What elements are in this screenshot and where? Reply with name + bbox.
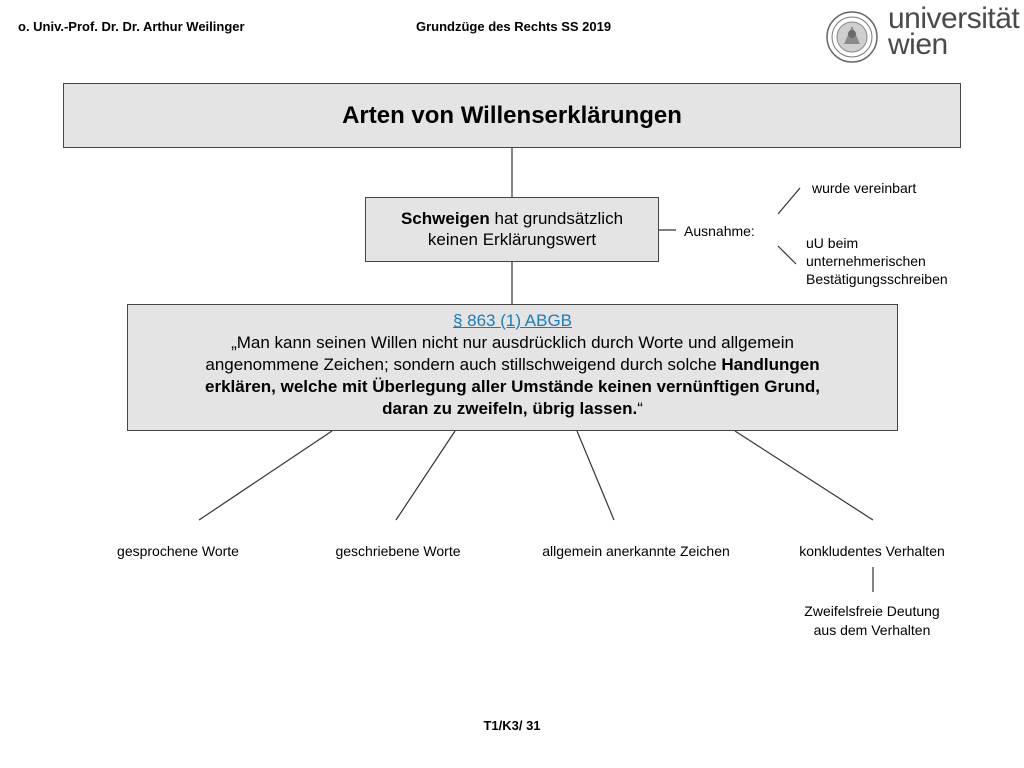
law-line4-bold: daran zu zweifeln, übrig lassen. <box>382 399 638 418</box>
law-line2: angenommene Zeichen; sondern auch stills… <box>128 354 897 376</box>
connector-exception-option2 <box>777 245 797 265</box>
connector-law-cat1 <box>198 430 333 521</box>
logo-word-universitaet: universität <box>888 2 1020 35</box>
header-course: Grundzüge des Rechts SS 2019 <box>416 19 612 34</box>
interpretation-line2: aus dem Verhalten <box>813 622 931 638</box>
law-reference-link[interactable]: § 863 (1) ABGB <box>452 311 573 330</box>
law-line2-text: angenommene Zeichen; sondern auch stills… <box>205 355 722 374</box>
connector-law-cat3 <box>576 430 615 521</box>
silence-box: Schweigen hat grundsätzlich keinen Erklä… <box>365 197 659 262</box>
header-author: o. Univ.-Prof. Dr. Dr. Arthur Weilinger <box>18 19 245 34</box>
law-line1: „Man kann seinen Willen nicht nur ausdrü… <box>231 333 794 352</box>
exception-label: Ausnahme: <box>684 223 755 239</box>
law-line4: daran zu zweifeln, übrig lassen.“ <box>128 398 897 420</box>
category-written-words: geschriebene Worte <box>335 543 461 559</box>
connector-law-cat4 <box>734 430 874 521</box>
title-box: Arten von Willenserklärungen <box>63 83 961 148</box>
law-line3: erklären, welche mit Überlegung aller Um… <box>205 377 820 396</box>
university-seal-icon <box>826 11 878 63</box>
logo-word-wien: wien <box>888 28 948 61</box>
silence-line1: Schweigen hat grundsätzlich <box>366 208 658 229</box>
exception-option-agreed: wurde vereinbart <box>812 180 917 196</box>
silence-line2: keinen Erklärungswert <box>427 230 597 249</box>
exception-option-confirmation: uU beim unternehmerischen Bestätigungssc… <box>806 234 948 288</box>
silence-bold: Schweigen <box>400 209 490 228</box>
interpretation-note: Zweifelsfreie Deutung aus dem Verhalten <box>772 602 972 640</box>
law-line4-quote: “ <box>637 399 643 418</box>
exception-option2-line1: uU beim <box>806 235 859 251</box>
connector-law-cat2 <box>395 430 456 521</box>
connector-exception-option1 <box>777 187 801 215</box>
category-implied-conduct: konkludentes Verhalten <box>799 543 945 559</box>
category-spoken-words: gesprochene Worte <box>117 543 239 559</box>
university-logo <box>826 11 878 63</box>
law-box: § 863 (1) ABGB „Man kann seinen Willen n… <box>127 304 898 431</box>
exception-option2-line3: Bestätigungsschreiben <box>806 271 948 287</box>
category-recognized-signs: allgemein anerkannte Zeichen <box>542 543 730 559</box>
page-number: T1/K3/ 31 <box>483 718 541 733</box>
silence-rest: hat grundsätzlich <box>489 209 624 228</box>
law-line2-bold: Handlungen <box>721 355 820 374</box>
interpretation-line1: Zweifelsfreie Deutung <box>804 603 940 619</box>
university-logo-text: universität wien <box>888 2 1020 61</box>
exception-option2-line2: unternehmerischen <box>806 253 926 269</box>
